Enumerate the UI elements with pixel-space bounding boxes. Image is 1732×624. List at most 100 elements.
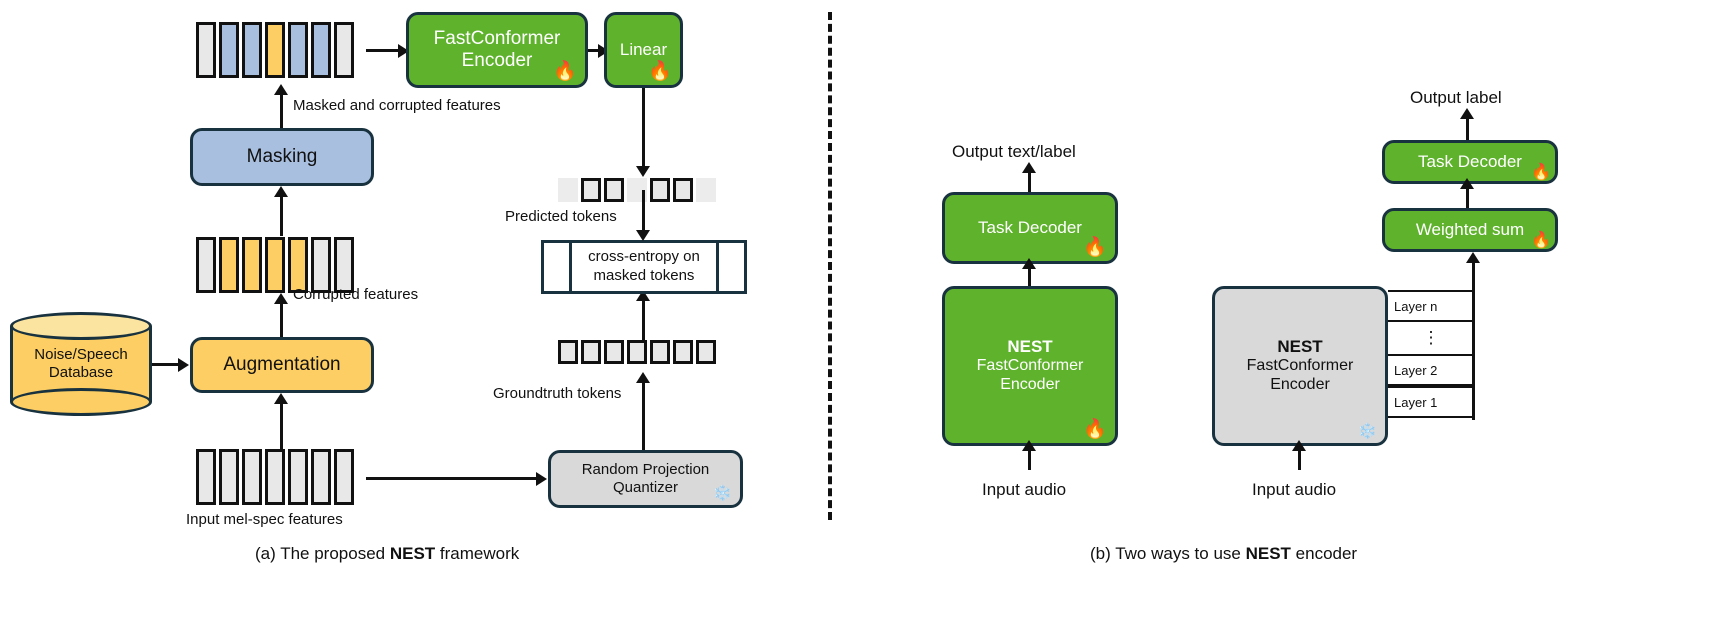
nest-encoder-right-bold: NEST — [1277, 337, 1323, 357]
nest-encoder-left-bold: NEST — [1007, 337, 1053, 357]
token-row-predicted — [558, 178, 719, 202]
nest-encoder-left-line3: Encoder — [1000, 376, 1060, 394]
token-block — [288, 22, 308, 78]
token-block — [650, 340, 670, 364]
quantizer-line1: Random Projection — [581, 461, 710, 479]
token-row-corrupted — [196, 237, 357, 293]
label-output-label-right: Output label — [1410, 88, 1502, 107]
token-block — [242, 237, 262, 293]
fire-icon: 🔥 — [1531, 232, 1551, 249]
arrow-line — [280, 90, 283, 130]
arrow-head — [1022, 162, 1036, 173]
database-label-line2: Database — [48, 364, 114, 381]
label-corrupted-features: Corrupted features — [293, 286, 419, 303]
database-cylinder-noise-speech[interactable]: Noise/Speech Database — [10, 312, 152, 416]
panel-divider — [828, 12, 832, 520]
caption-panel-b: (b) Two ways to use NEST encoder — [1090, 544, 1357, 564]
box-task-decoder-left[interactable]: Task Decoder 🔥 — [942, 192, 1118, 264]
arrow-head — [274, 84, 288, 95]
token-block — [219, 449, 239, 505]
arrow-head — [274, 186, 288, 197]
caption-panel-a: (a) The proposed NEST framework — [255, 544, 519, 564]
arrow-line — [366, 477, 541, 480]
token-block — [673, 178, 693, 202]
layer-bus-line — [1472, 258, 1475, 420]
cylinder-bottom — [10, 388, 152, 416]
box-weighted-sum[interactable]: Weighted sum 🔥 — [1382, 208, 1558, 252]
label-input-audio-right: Input audio — [1252, 480, 1337, 499]
arrow-head — [1460, 178, 1474, 189]
token-block — [673, 340, 693, 364]
box-random-projection-quantizer[interactable]: Random Projection Quantizer ❄️ — [548, 450, 743, 508]
nest-encoder-right-line2: FastConformer — [1246, 357, 1354, 375]
loss-box-right-divider — [716, 243, 744, 291]
nest-encoder-right-line3: Encoder — [1270, 376, 1330, 394]
arrow-head — [536, 472, 547, 486]
nest-encoder-left-line2: FastConformer — [976, 357, 1084, 375]
linear-label: Linear — [619, 39, 668, 59]
arrow-head — [1022, 440, 1036, 451]
token-block — [196, 449, 216, 505]
box-nest-encoder-left[interactable]: NEST FastConformer Encoder 🔥 — [942, 286, 1118, 446]
label-output-text-label: Output text/label — [952, 142, 1076, 161]
cylinder-top — [10, 312, 152, 340]
token-block — [696, 178, 716, 202]
token-block — [288, 449, 308, 505]
weighted-sum-label: Weighted sum — [1415, 219, 1525, 239]
loss-line1: cross-entropy on — [588, 248, 700, 266]
layer-row-1[interactable]: Layer 1 — [1388, 386, 1474, 418]
arrow-head — [1292, 440, 1306, 451]
box-nest-encoder-right[interactable]: NEST FastConformer Encoder ❄️ — [1212, 286, 1388, 446]
box-linear[interactable]: Linear 🔥 — [604, 12, 683, 88]
box-fastconformer-encoder[interactable]: FastConformer Encoder 🔥 — [406, 12, 588, 88]
snowflake-icon: ❄️ — [1358, 423, 1377, 440]
task-decoder-right-label: Task Decoder — [1418, 151, 1522, 171]
arrow-head — [636, 166, 650, 177]
token-block — [265, 237, 285, 293]
label-groundtruth-tokens: Groundtruth tokens — [493, 385, 622, 402]
token-block — [288, 237, 308, 293]
token-block — [604, 340, 624, 364]
token-block — [219, 22, 239, 78]
caption-b-suffix: encoder — [1290, 544, 1358, 563]
token-row-input-mel — [196, 449, 357, 505]
arrow-head — [636, 230, 650, 241]
token-block — [650, 178, 670, 202]
arrow-line — [1298, 446, 1301, 470]
box-masking[interactable]: Masking — [190, 128, 374, 186]
layer-row-2[interactable]: Layer 2 — [1388, 354, 1474, 386]
label-predicted-tokens: Predicted tokens — [505, 208, 617, 225]
fastconformer-encoder-line1: FastConformer — [433, 27, 561, 49]
arrow-head — [274, 393, 288, 404]
token-block — [311, 237, 331, 293]
layer-ellipsis: ⋮ — [1388, 322, 1474, 354]
label-input-audio-left: Input audio — [982, 480, 1067, 499]
loss-line2: masked tokens — [593, 267, 695, 284]
masking-label: Masking — [246, 145, 318, 167]
fastconformer-encoder-line2: Encoder — [461, 50, 533, 71]
token-block — [558, 178, 578, 202]
augmentation-label: Augmentation — [223, 353, 341, 375]
layer-stack: Layer n ⋮ Layer 2 Layer 1 — [1388, 290, 1474, 418]
token-block — [627, 340, 647, 364]
token-block — [219, 237, 239, 293]
token-block — [311, 22, 331, 78]
box-cross-entropy-loss[interactable]: cross-entropy on masked tokens — [541, 240, 747, 294]
database-label: Noise/Speech Database — [10, 312, 152, 416]
token-block — [242, 22, 262, 78]
fire-icon: 🔥 — [1531, 164, 1551, 181]
arrow-line — [280, 399, 283, 449]
token-row-groundtruth — [558, 340, 719, 364]
token-block — [558, 340, 578, 364]
token-block — [604, 178, 624, 202]
arrow-line — [642, 378, 645, 450]
arrow-line — [280, 192, 283, 236]
token-block — [265, 449, 285, 505]
box-augmentation[interactable]: Augmentation — [190, 337, 374, 393]
arrow-line — [642, 88, 645, 170]
caption-a-suffix: framework — [435, 544, 520, 563]
arrow-line — [1028, 446, 1031, 470]
token-block — [265, 22, 285, 78]
layer-row-n[interactable]: Layer n — [1388, 290, 1474, 322]
